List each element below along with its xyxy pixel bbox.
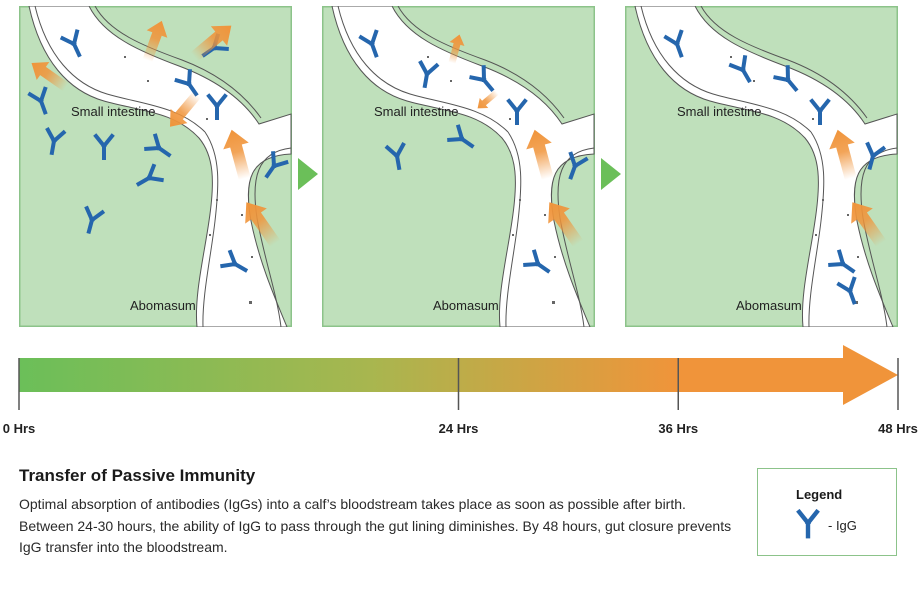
abomasum-label: Abomasum bbox=[130, 298, 196, 313]
gut-diagram bbox=[322, 6, 595, 327]
gut-diagram bbox=[625, 6, 898, 327]
legend-box: Legend - IgG bbox=[757, 468, 897, 556]
small-intestine-label: Small intestine bbox=[71, 104, 156, 119]
legend-igg-label: - IgG bbox=[828, 518, 857, 533]
igg-antibody-icon bbox=[794, 509, 822, 541]
timeline-tick-label: 36 Hrs bbox=[658, 421, 698, 436]
timeline-tick-label: 0 Hrs bbox=[3, 421, 36, 436]
chevron-right-icon bbox=[601, 158, 623, 190]
timeline-tick-label: 24 Hrs bbox=[439, 421, 479, 436]
small-intestine-label: Small intestine bbox=[374, 104, 459, 119]
chevron-right-icon bbox=[298, 158, 320, 190]
gut-diagram bbox=[19, 6, 292, 327]
panel-0-hours: Small intestine Abomasum bbox=[19, 6, 292, 327]
description: Optimal absorption of antibodies (IgGs) … bbox=[19, 494, 744, 559]
timeline-tick-label: 48 Hrs bbox=[878, 421, 918, 436]
abomasum-label: Abomasum bbox=[736, 298, 802, 313]
small-intestine-label: Small intestine bbox=[677, 104, 762, 119]
timeline-arrow bbox=[0, 340, 924, 420]
abomasum-label: Abomasum bbox=[433, 298, 499, 313]
page-title: Transfer of Passive Immunity bbox=[19, 466, 255, 486]
legend-title: Legend bbox=[796, 487, 842, 502]
panel-24-hours: Small intestine Abomasum bbox=[322, 6, 595, 327]
panel-48-hours: Small intestine Abomasum bbox=[625, 6, 898, 327]
